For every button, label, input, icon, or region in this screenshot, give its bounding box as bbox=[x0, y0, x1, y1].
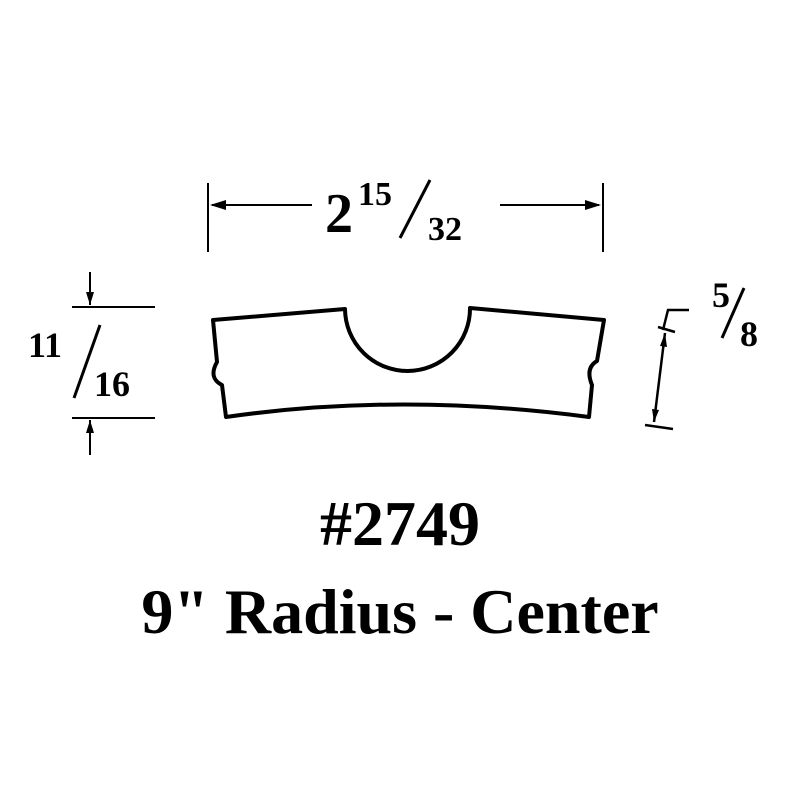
arrow-right-icon bbox=[585, 200, 601, 210]
thickness-denominator: 8 bbox=[740, 314, 758, 354]
thickness-fraction-slash bbox=[720, 287, 746, 339]
arrow-left-icon bbox=[210, 200, 226, 210]
part-description: 9" Radius - Center bbox=[141, 576, 658, 647]
moulding-profile-outline bbox=[211, 306, 606, 419]
thickness-bracket bbox=[661, 308, 689, 331]
arrow-up-icon bbox=[660, 333, 667, 347]
width-numerator: 15 bbox=[358, 176, 392, 213]
height-denominator: 16 bbox=[94, 364, 130, 404]
arrow-down-icon bbox=[652, 409, 659, 422]
width-whole: 2 bbox=[325, 183, 353, 245]
thickness-tick-top bbox=[657, 325, 676, 334]
width-fraction-slash bbox=[398, 179, 432, 239]
thickness-numerator: 5 bbox=[712, 275, 730, 315]
width-dimension bbox=[207, 183, 604, 252]
height-numerator: 11 bbox=[28, 325, 62, 365]
arrow-down-icon bbox=[86, 292, 94, 305]
thickness-dimension bbox=[644, 308, 689, 431]
height-fraction-slash bbox=[72, 324, 102, 399]
arrow-up-icon bbox=[86, 420, 94, 433]
thickness-tick-bottom bbox=[644, 423, 674, 431]
thickness-dim-line bbox=[652, 332, 667, 423]
width-denominator: 32 bbox=[428, 211, 462, 248]
height-dimension bbox=[72, 272, 155, 455]
part-number: #2749 bbox=[320, 488, 480, 559]
